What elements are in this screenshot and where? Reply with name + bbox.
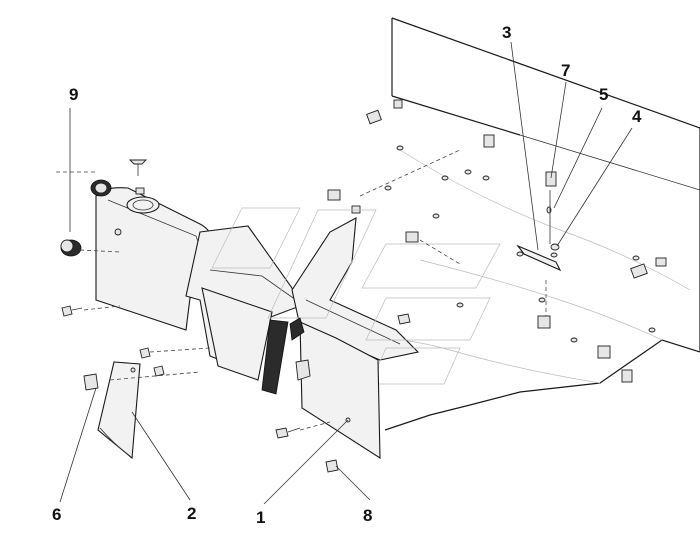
mounting-holes (384, 145, 656, 343)
callout-9: 9 (69, 85, 79, 104)
knob (60, 239, 82, 257)
assembly-lines (56, 149, 461, 431)
clip-nuts (327, 99, 667, 383)
cover-plate-part-2 (97, 361, 141, 460)
leader-lines (59, 41, 633, 505)
callout-6: 6 (52, 505, 62, 524)
watermark-shapes (211, 207, 501, 385)
callout-4: 4 (632, 107, 642, 126)
screw-top (128, 159, 148, 176)
callout-7: 7 (561, 61, 571, 80)
callout-1: 1 (256, 508, 266, 527)
side-panel-part-1 (289, 317, 381, 460)
callout-3: 3 (502, 23, 512, 42)
filler-cap (90, 179, 112, 197)
callout-5: 5 (599, 85, 609, 104)
callout-2: 2 (187, 504, 197, 523)
callout-8: 8 (363, 506, 373, 525)
bracket-part-3 (516, 190, 562, 316)
bolts (61, 305, 411, 473)
